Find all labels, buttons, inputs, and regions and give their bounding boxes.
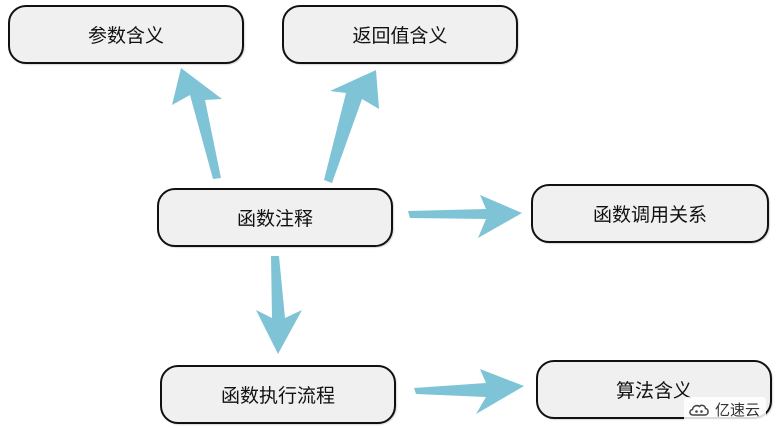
node-calls-label: 函数调用关系 xyxy=(592,204,707,226)
node-algorithm: 算法含义 xyxy=(536,360,772,419)
watermark: 亿速云 xyxy=(683,397,766,422)
node-return-value: 返回值含义 xyxy=(282,5,518,64)
node-comment: 函数注释 xyxy=(157,188,393,247)
node-flow: 函数执行流程 xyxy=(160,365,396,424)
node-return-value-label: 返回值含义 xyxy=(352,25,448,47)
arrow-to-algorithm xyxy=(414,369,524,414)
node-calls: 函数调用关系 xyxy=(531,184,769,243)
node-comment-label: 函数注释 xyxy=(236,208,313,230)
arrow-to-flow xyxy=(256,256,302,354)
arrow-to-calls xyxy=(408,195,522,238)
node-params-label: 参数含义 xyxy=(87,25,164,47)
node-flow-label: 函数执行流程 xyxy=(220,385,335,407)
arrow-to-return-value xyxy=(324,70,379,183)
arrow-to-params xyxy=(172,68,222,179)
cloud-logo-icon xyxy=(689,404,709,416)
watermark-text: 亿速云 xyxy=(714,401,760,419)
node-params: 参数含义 xyxy=(8,5,244,64)
node-algorithm-label: 算法含义 xyxy=(615,380,692,402)
